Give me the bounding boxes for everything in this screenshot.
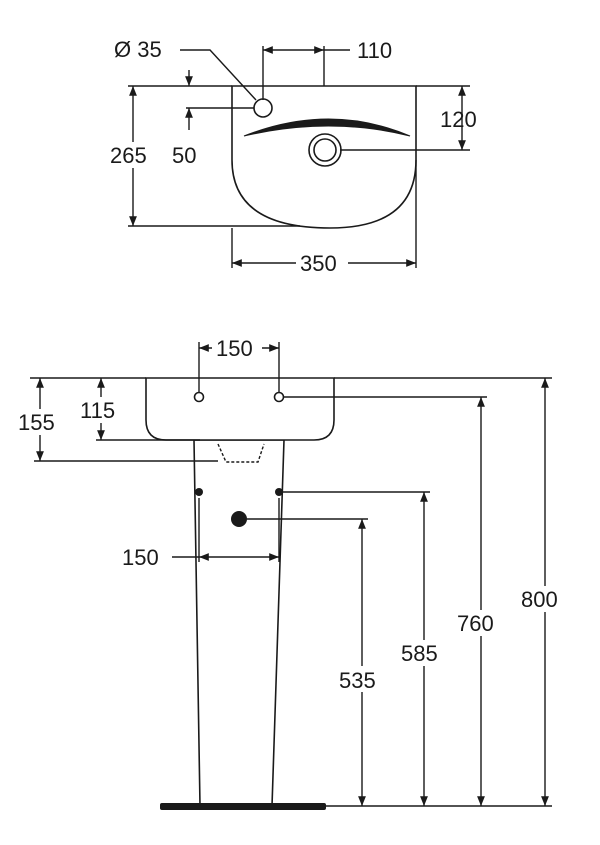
front-tap-hole-left	[193, 391, 205, 403]
depth-label: 265	[110, 143, 147, 168]
floor-plate	[160, 803, 326, 810]
tap-drop-label: 50	[172, 143, 196, 168]
bracket-left	[195, 488, 203, 496]
waste-hole-inner	[313, 138, 337, 162]
waste-height-label: 535	[339, 668, 376, 693]
overall-height-label-bg	[520, 586, 568, 612]
front-tap-hole-right	[273, 391, 285, 403]
tap-spacing-label: 150	[216, 336, 253, 361]
basin-front-outline	[145, 377, 335, 441]
width-label: 350	[300, 251, 337, 276]
top-view: Ø 35 110 120 265 50 350	[108, 37, 477, 276]
waste-height-label-bg	[337, 666, 385, 692]
tap-spacing-label-bg	[212, 335, 262, 361]
offset-label: 110	[357, 38, 392, 63]
diameter-label: Ø 35	[114, 37, 162, 62]
rim-height-label-bg	[16, 409, 64, 435]
tap-height-label: 115	[80, 398, 115, 423]
overall-height-label: 800	[521, 587, 558, 612]
depth-label-bg	[108, 142, 158, 168]
bracket-height-label-bg	[400, 640, 448, 666]
waste-trap-hidden	[217, 443, 265, 463]
tap-floor-height-label: 760	[457, 611, 494, 636]
tap-floor-height-label-bg	[456, 610, 504, 636]
bowl-curve	[243, 118, 411, 137]
bracket-right	[275, 488, 283, 496]
waste-outlet	[231, 511, 247, 527]
width-label-bg	[296, 250, 348, 276]
hole-drop-label: 120	[440, 107, 477, 132]
front-view: 150 155 115 150 800 760	[16, 335, 568, 810]
tap-height-label-bg	[78, 397, 126, 423]
pedestal	[193, 439, 285, 807]
diameter-leader	[180, 49, 257, 101]
tap-hole	[253, 98, 273, 118]
bracket-height-label: 585	[401, 641, 438, 666]
bracket-spacing-label: 150	[122, 545, 159, 570]
rim-height-label: 155	[18, 410, 55, 435]
